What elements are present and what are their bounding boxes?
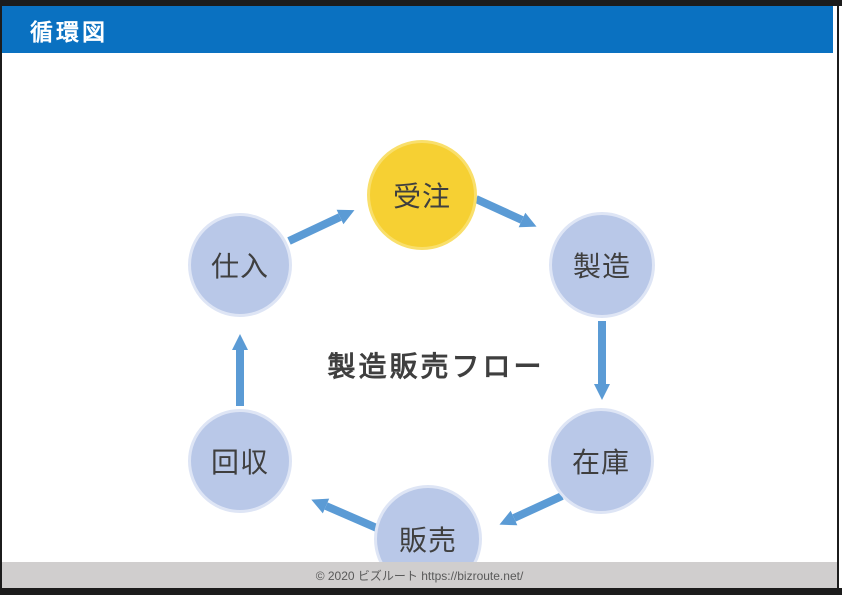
cycle-arrows	[231, 195, 611, 533]
top-border	[0, 0, 842, 6]
bottom-border	[0, 588, 842, 595]
node-label: 仕入	[210, 251, 269, 282]
node-zaiko: 在庫	[548, 408, 654, 514]
diagram-area: 受注 製造 在庫 販売 回収 仕入 製造販売フロー	[0, 53, 842, 593]
node-juchu: 受注	[367, 140, 477, 250]
right-border	[837, 0, 839, 595]
diagram-title: 製造販売フロー	[327, 351, 545, 382]
node-seizo: 製造	[549, 212, 655, 318]
left-border	[0, 0, 2, 595]
node-label: 販売	[398, 525, 457, 556]
arrow-shiire-to-juchu	[287, 209, 355, 245]
arrow-juchu-to-seizo	[474, 195, 537, 228]
node-kaishu: 回収	[188, 409, 292, 513]
page-title: 循環図	[30, 18, 108, 45]
copyright-text: © 2020 ビズルート https://bizroute.net/	[315, 568, 524, 583]
footer-bar: © 2020 ビズルート https://bizroute.net/	[2, 562, 837, 588]
node-label: 製造	[572, 251, 631, 282]
node-label: 在庫	[571, 447, 630, 478]
node-label: 受注	[392, 181, 451, 212]
arrow-zaiko-to-hanbai	[499, 492, 564, 526]
header-bar: 循環図	[2, 6, 833, 53]
arrow-hanbai-to-kaishu	[311, 498, 381, 533]
node-shiire: 仕入	[188, 213, 292, 317]
node-label: 回収	[210, 447, 269, 478]
